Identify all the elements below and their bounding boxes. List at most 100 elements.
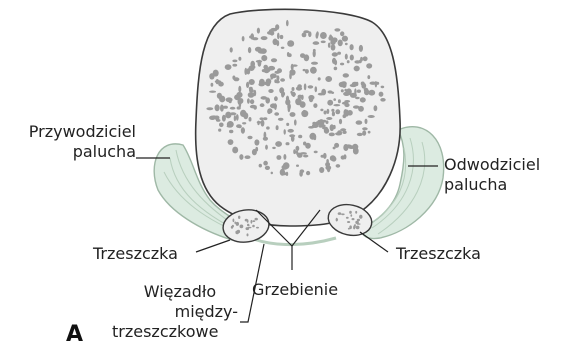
- trabecula-mark: [338, 99, 341, 103]
- trabecula-mark: [256, 227, 259, 229]
- trabecula-mark: [248, 227, 252, 229]
- trabecula-mark: [235, 231, 238, 234]
- trabecula-mark: [343, 92, 350, 96]
- trabecula-mark: [338, 212, 342, 215]
- trabecula-mark: [241, 127, 245, 133]
- trabecula-mark: [216, 119, 221, 122]
- trabecula-mark: [338, 40, 343, 47]
- trabecula-mark: [357, 133, 363, 136]
- trabecula-mark: [276, 155, 281, 160]
- trabecula-mark: [367, 75, 370, 79]
- trabecula-mark: [359, 215, 362, 219]
- trabecula-mark: [238, 86, 241, 93]
- trabecula-mark: [233, 219, 235, 223]
- trabecula-mark: [225, 112, 231, 119]
- trabecula-mark: [345, 43, 348, 45]
- trabecula-mark: [286, 123, 289, 126]
- trabecula-mark: [230, 47, 233, 52]
- trabecula-mark: [276, 125, 279, 130]
- trabecula-mark: [236, 114, 239, 121]
- trabecula-mark: [286, 142, 290, 145]
- trabecula-mark: [296, 146, 300, 151]
- trabecula-mark: [209, 91, 216, 93]
- trabecula-mark: [341, 89, 344, 92]
- trabecula-mark: [261, 49, 266, 53]
- trabecula-mark: [294, 119, 297, 125]
- trabecula-mark: [321, 89, 326, 96]
- label-crista: Grzebienie: [252, 280, 338, 300]
- trabecula-mark: [291, 135, 295, 142]
- trabecula-mark: [236, 222, 239, 226]
- trabecula-mark: [252, 225, 255, 228]
- trabecula-mark: [218, 82, 224, 87]
- trabecula-mark: [317, 120, 320, 124]
- trabecula-mark: [252, 37, 258, 40]
- trabecula-mark: [342, 36, 348, 42]
- trabecula-mark: [354, 225, 356, 228]
- trabecula-mark: [218, 129, 221, 132]
- trabecula-mark: [227, 125, 233, 128]
- trabecula-mark: [345, 101, 348, 106]
- trabecula-mark: [299, 171, 303, 177]
- trabecula-mark: [305, 69, 309, 74]
- trabecula-mark: [342, 131, 346, 134]
- trabecula-mark: [346, 217, 349, 219]
- trabecula-mark: [336, 219, 338, 221]
- trabecula-mark: [211, 115, 217, 118]
- trabecula-mark: [261, 55, 267, 61]
- trabecula-mark: [325, 165, 331, 170]
- trabecula-mark: [357, 90, 361, 93]
- trabecula-mark: [259, 164, 262, 168]
- trabecula-mark: [248, 92, 255, 98]
- trabecula-mark: [274, 103, 277, 110]
- trabecula-mark: [328, 90, 333, 93]
- trabecula-mark: [350, 55, 354, 61]
- trabecula-mark: [330, 124, 334, 131]
- trabecula-mark: [330, 40, 335, 46]
- trabecula-mark: [286, 96, 289, 102]
- trabecula-mark: [277, 33, 280, 40]
- trabecula-mark: [327, 100, 333, 106]
- trabecula-mark: [368, 115, 375, 118]
- trabecula-mark: [331, 44, 336, 50]
- trabecula-mark: [266, 126, 270, 129]
- trabecula-mark: [239, 154, 243, 160]
- trabecula-mark: [343, 73, 349, 77]
- trabecula-mark: [326, 117, 332, 120]
- trabecula-mark: [312, 124, 319, 128]
- trabecula-mark: [355, 221, 359, 224]
- trabecula-mark: [242, 36, 245, 41]
- trabecula-mark: [379, 92, 384, 97]
- trabecula-mark: [232, 60, 237, 63]
- trabecula-mark: [340, 63, 344, 66]
- trabecula-mark: [374, 105, 378, 111]
- trabecula-mark: [311, 62, 318, 65]
- trabecula-mark: [298, 135, 302, 139]
- trabecula-mark: [288, 53, 292, 57]
- trabecula-mark: [333, 98, 336, 101]
- trabecula-mark: [263, 117, 267, 120]
- trabecula-mark: [329, 133, 335, 137]
- trabecula-mark: [375, 81, 377, 87]
- trabecula-mark: [303, 155, 308, 158]
- trabecula-mark: [283, 154, 286, 160]
- trabecula-mark: [353, 105, 359, 108]
- trabecula-mark: [274, 79, 277, 83]
- trabecula-mark: [254, 139, 259, 145]
- trabecula-mark: [319, 125, 324, 128]
- trabecula-mark: [321, 155, 325, 158]
- trabecula-mark: [228, 139, 234, 145]
- trabecula-mark: [315, 86, 318, 92]
- trabecula-mark: [326, 120, 329, 124]
- trabecula-mark: [284, 129, 286, 135]
- trabecula-mark: [267, 109, 271, 114]
- trabecula-mark: [381, 86, 385, 89]
- trabecula-mark: [282, 165, 288, 170]
- trabecula-mark: [273, 39, 278, 46]
- trabecula-mark: [259, 79, 265, 86]
- trabecula-mark: [234, 115, 236, 121]
- metatarsal-head: [196, 9, 401, 226]
- trabecula-mark: [341, 81, 347, 86]
- trabecula-mark: [286, 20, 289, 26]
- trabecula-mark: [245, 155, 251, 159]
